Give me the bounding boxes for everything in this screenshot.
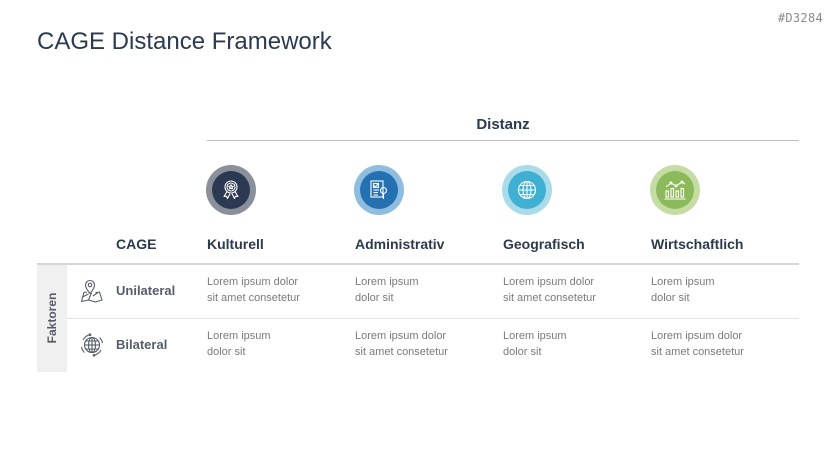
- cell-text-line: sit amet consetetur: [207, 292, 300, 304]
- cell-text-line: Lorem ipsum: [207, 330, 271, 342]
- cell-text-line: Lorem ipsum: [503, 330, 567, 342]
- column-header-wirtschaftlich: Wirtschaftlich: [651, 236, 744, 252]
- cell-text-line: dolor sit: [355, 292, 394, 304]
- column-icon-wirtschaftlich: [650, 165, 700, 215]
- globe-icon: [517, 180, 537, 200]
- bar-chart-trend-icon: [664, 180, 686, 200]
- cell-text-line: dolor sit: [651, 292, 690, 304]
- cell-text-line: Lorem ipsum: [651, 276, 715, 288]
- cell-text-line: sit amet consetetur: [651, 346, 744, 358]
- column-header-kulturell: Kulturell: [207, 236, 264, 252]
- column-icon-geografisch: [502, 165, 552, 215]
- cell-text-line: sit amet consetetur: [355, 346, 448, 358]
- distance-divider: [207, 140, 799, 141]
- cell-text-line: dolor sit: [207, 346, 246, 358]
- column-icon-kulturell: [206, 165, 256, 215]
- document-search-icon: [370, 180, 388, 199]
- cell-text-line: Lorem ipsum: [355, 276, 419, 288]
- cell-text-line: Lorem ipsum dolor: [651, 330, 743, 342]
- row-label-bilateral: Bilateral: [116, 337, 168, 352]
- slide-id: #D3284: [777, 11, 823, 25]
- cell-text-line: Lorem ipsum dolor: [355, 330, 447, 342]
- row-label-unilateral: Unilateral: [116, 283, 176, 298]
- row-group-label: Faktoren: [45, 292, 59, 344]
- cell-unilateral-geografisch: Lorem ipsum dolor sit amet consetetur: [503, 274, 596, 306]
- cell-bilateral-administrativ: Lorem ipsum dolor sit amet consetetur: [355, 328, 448, 360]
- cell-bilateral-geografisch: Lorem ipsum dolor sit: [503, 328, 567, 360]
- cell-unilateral-kulturell: Lorem ipsum dolor sit amet consetetur: [207, 274, 300, 306]
- distance-header: Distanz: [476, 116, 530, 133]
- globe-cycle-icon: [80, 333, 104, 357]
- award-ribbon-icon: [223, 180, 239, 200]
- column-header-administrativ: Administrativ: [355, 236, 445, 252]
- map-pin-icon: [80, 279, 103, 303]
- row-group-band: [37, 265, 67, 372]
- cell-unilateral-wirtschaftlich: Lorem ipsum dolor sit: [651, 274, 715, 306]
- row-divider: [67, 318, 799, 319]
- cell-text-line: sit amet consetetur: [503, 292, 596, 304]
- cell-unilateral-administrativ: Lorem ipsum dolor sit: [355, 274, 419, 306]
- cell-bilateral-wirtschaftlich: Lorem ipsum dolor sit amet consetetur: [651, 328, 744, 360]
- header-divider: [37, 263, 799, 265]
- column-icon-administrativ: [354, 165, 404, 215]
- cell-text-line: Lorem ipsum dolor: [503, 276, 595, 288]
- cell-text-line: Lorem ipsum dolor: [207, 276, 299, 288]
- column-header-geografisch: Geografisch: [503, 236, 585, 252]
- page-title: CAGE Distance Framework: [37, 28, 332, 55]
- cell-text-line: dolor sit: [503, 346, 542, 358]
- cell-bilateral-kulturell: Lorem ipsum dolor sit: [207, 328, 271, 360]
- corner-header-cage: CAGE: [116, 236, 157, 252]
